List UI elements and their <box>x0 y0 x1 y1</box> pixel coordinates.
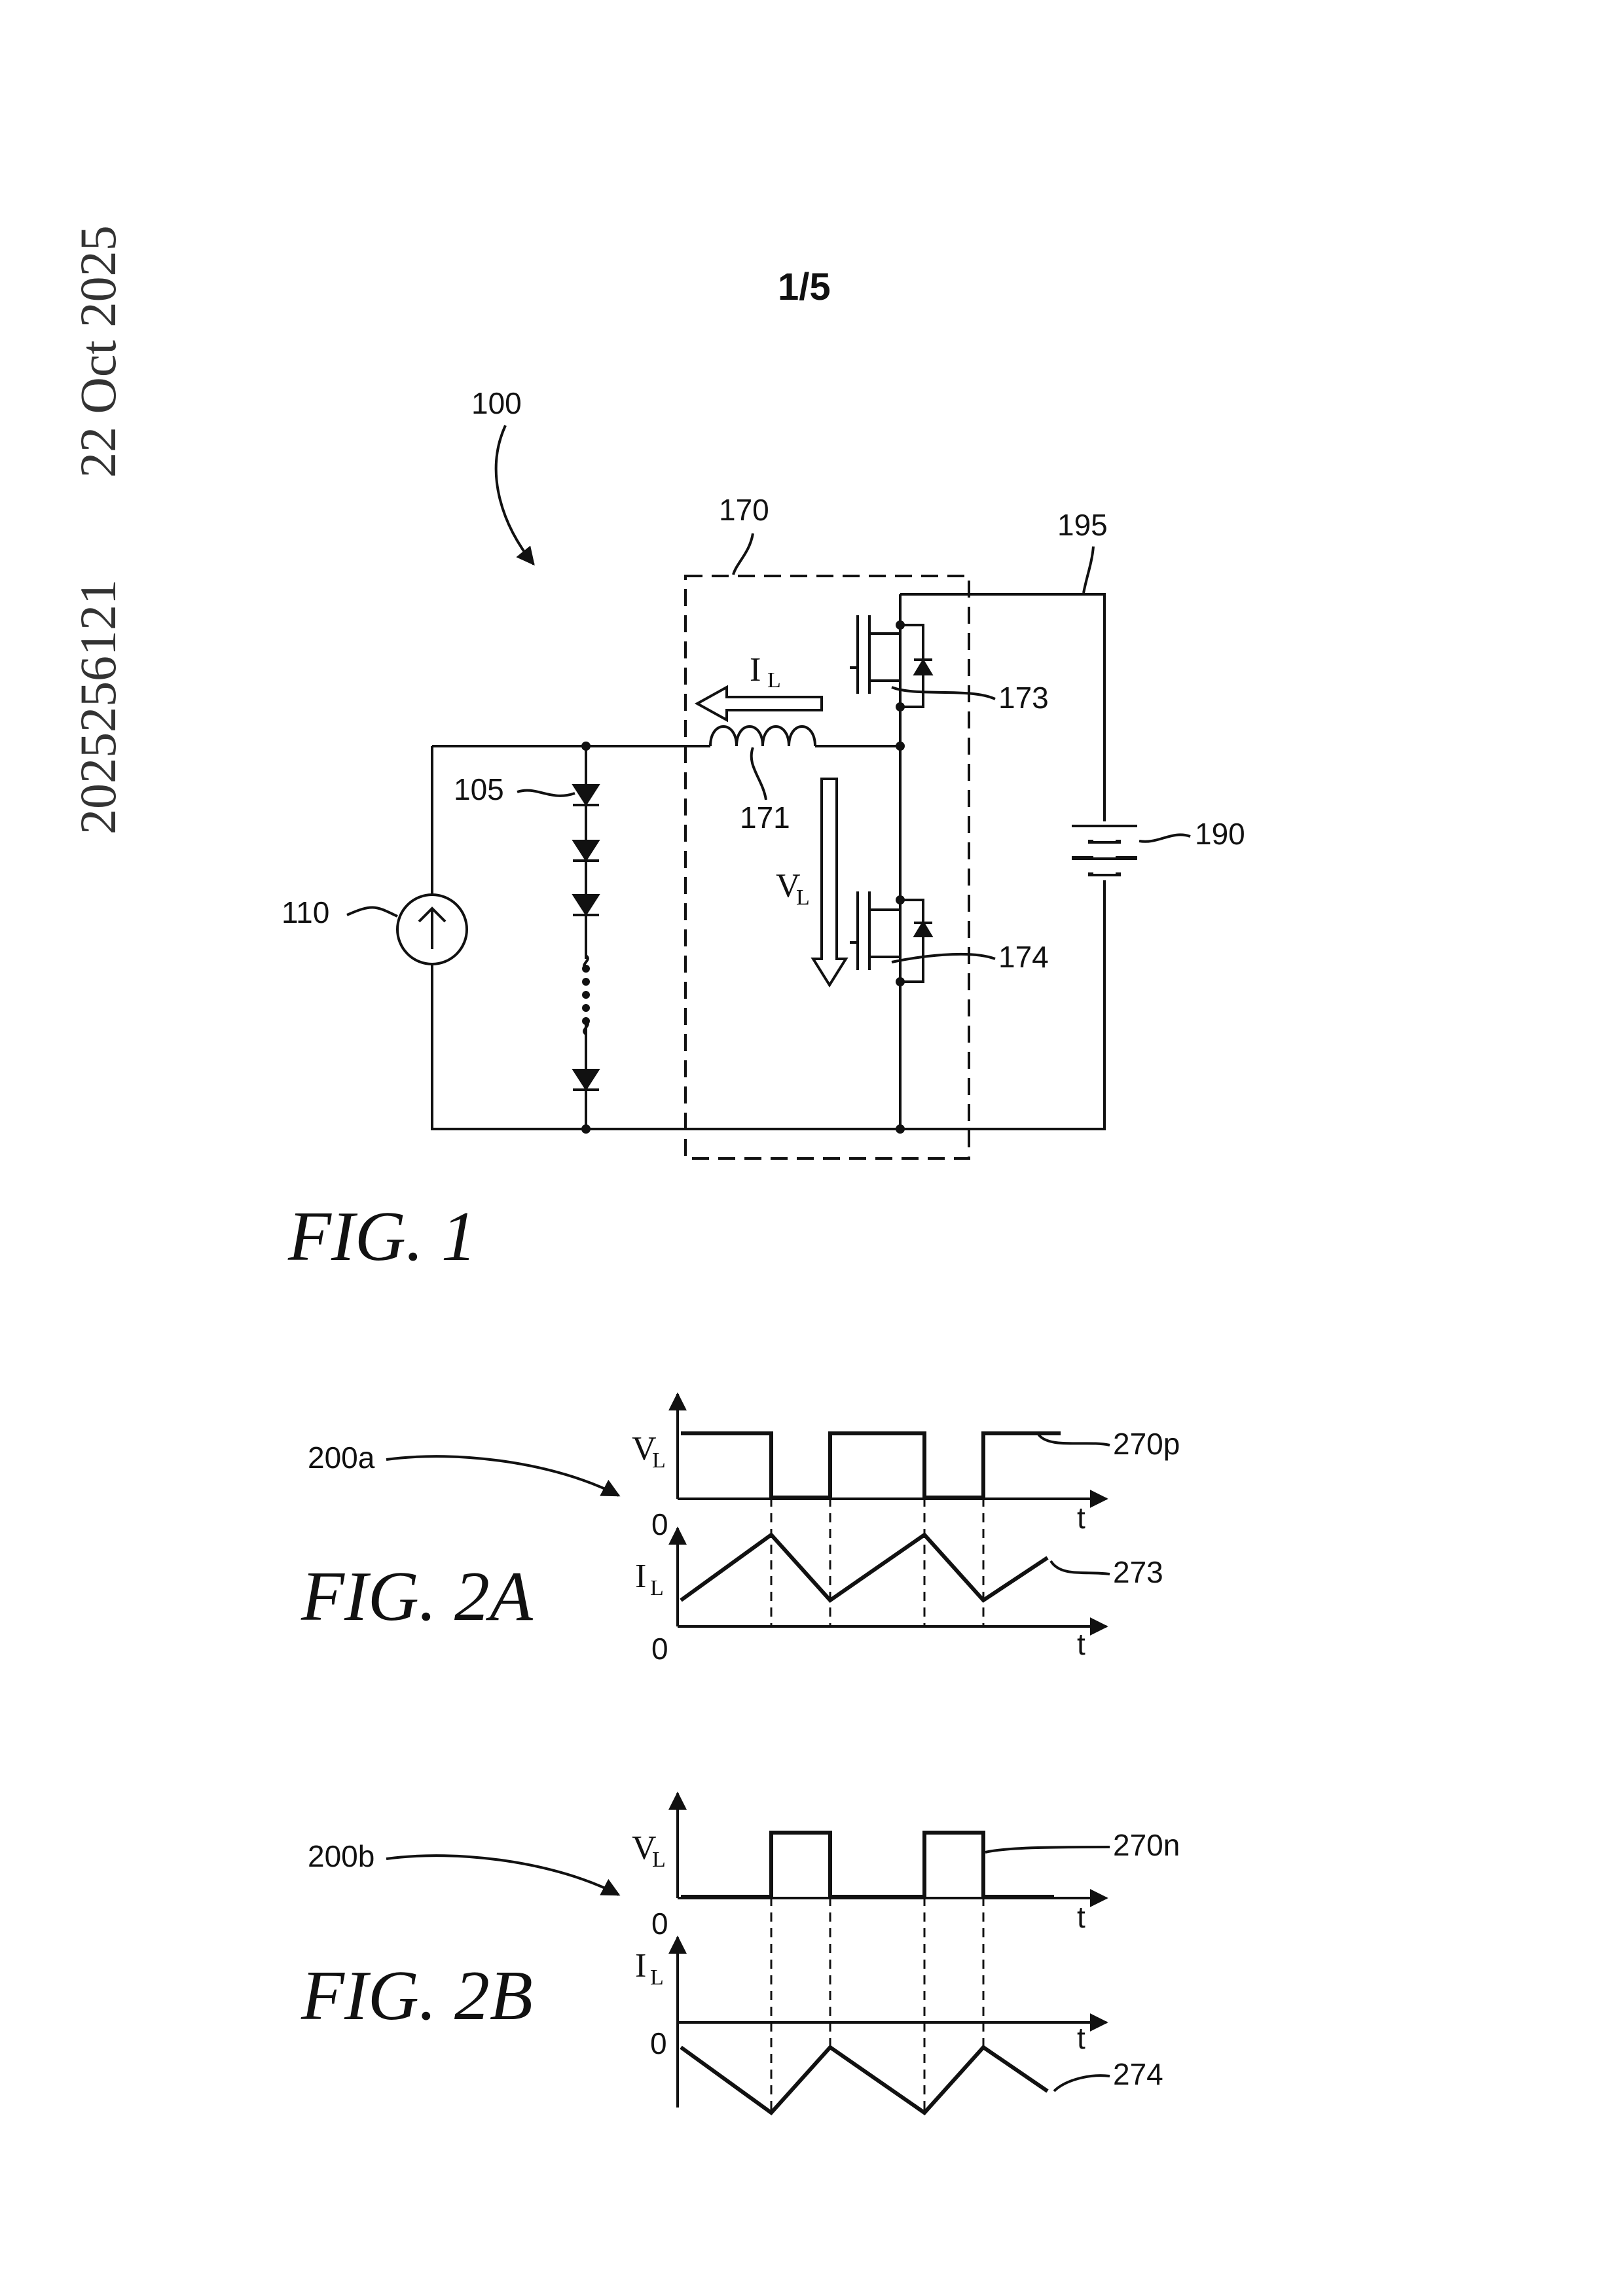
trace-270p <box>681 1433 1061 1498</box>
ref-171: 171 <box>740 800 790 834</box>
ref-273-leader <box>1051 1561 1110 1574</box>
ref-105-leader <box>517 791 575 796</box>
ref-190-leader <box>1139 834 1190 841</box>
origin-v-2b: 0 <box>651 1907 668 1941</box>
current-symbol: I <box>750 651 761 689</box>
node-switch-bottom <box>896 1124 905 1134</box>
ref-200b-leader <box>386 1856 619 1895</box>
voltage-arrow <box>813 779 846 985</box>
i-symbol-2b: I <box>635 1947 646 1984</box>
ref-274: 274 <box>1113 2057 1163 2091</box>
ref-100: 100 <box>471 386 522 420</box>
ref-200b: 200b <box>308 1839 374 1873</box>
t-label-i-2b: t <box>1077 2021 1085 2055</box>
ref-190: 190 <box>1195 817 1245 851</box>
origin-v-2a: 0 <box>651 1507 668 1541</box>
ref-195: 195 <box>1057 508 1108 542</box>
ref-174: 174 <box>998 940 1049 974</box>
current-subscript: L <box>767 668 781 692</box>
figure-2a: 200a V L 0 t 270p I L 0 t 273 FIG. 2A <box>301 1394 1180 1666</box>
trace-274 <box>681 2047 1048 2113</box>
voltage-subscript: L <box>796 886 810 910</box>
alignment-lines-2a <box>771 1498 983 1626</box>
i-sub-2b: L <box>650 1965 664 1990</box>
ref-200a: 200a <box>308 1441 375 1475</box>
v-sub-2a: L <box>652 1448 666 1473</box>
ref-170-leader <box>733 533 753 575</box>
low-side-mosfet <box>850 891 932 986</box>
ref-270p: 270p <box>1113 1427 1180 1461</box>
ref-110-leader <box>347 907 397 916</box>
ref-270n: 270n <box>1113 1828 1180 1862</box>
ref-195-leader <box>1084 547 1093 593</box>
inductor <box>710 726 815 746</box>
high-side-mosfet <box>850 615 932 711</box>
fig2b-caption: FIG. 2B <box>301 1957 533 2035</box>
node-led-bottom <box>581 1124 591 1134</box>
ref-171-leader <box>752 747 766 800</box>
ref-174-leader <box>892 954 995 962</box>
current-arrow <box>697 687 822 720</box>
ref-200a-leader <box>386 1456 619 1496</box>
ref-173: 173 <box>998 681 1049 715</box>
t-label-v-2a: t <box>1077 1501 1085 1535</box>
v-sub-2b: L <box>652 1848 666 1872</box>
fig2a-caption: FIG. 2A <box>301 1558 534 1636</box>
ref-173-leader <box>892 687 995 699</box>
ref-105: 105 <box>454 772 504 806</box>
origin-i-2a: 0 <box>651 1632 668 1666</box>
i-sub-2a: L <box>650 1576 664 1600</box>
ref-270n-leader <box>985 1847 1110 1852</box>
trace-273 <box>681 1535 1048 1600</box>
ref-170: 170 <box>719 493 769 527</box>
ref-110: 110 <box>282 895 329 929</box>
fig1-caption: FIG. 1 <box>287 1198 477 1276</box>
figure-1: 100 170 110 105 <box>282 386 1245 1276</box>
node-switch-mid <box>896 742 905 751</box>
led-ellipsis <box>582 965 590 1025</box>
i-symbol-2a: I <box>635 1558 646 1595</box>
t-label-i-2a: t <box>1077 1627 1085 1661</box>
ref-274-leader <box>1054 2075 1110 2091</box>
ref-100-leader <box>496 425 534 564</box>
trace-270n <box>681 1833 1054 1897</box>
ref-273: 273 <box>1113 1555 1163 1589</box>
node-led-top <box>581 742 591 751</box>
t-label-v-2b: t <box>1077 1900 1085 1934</box>
origin-i-2b: 0 <box>650 2026 667 2060</box>
figure-2b: 200b V L 0 t 270n I L 0 t 274 FIG. 2B <box>301 1793 1180 2113</box>
